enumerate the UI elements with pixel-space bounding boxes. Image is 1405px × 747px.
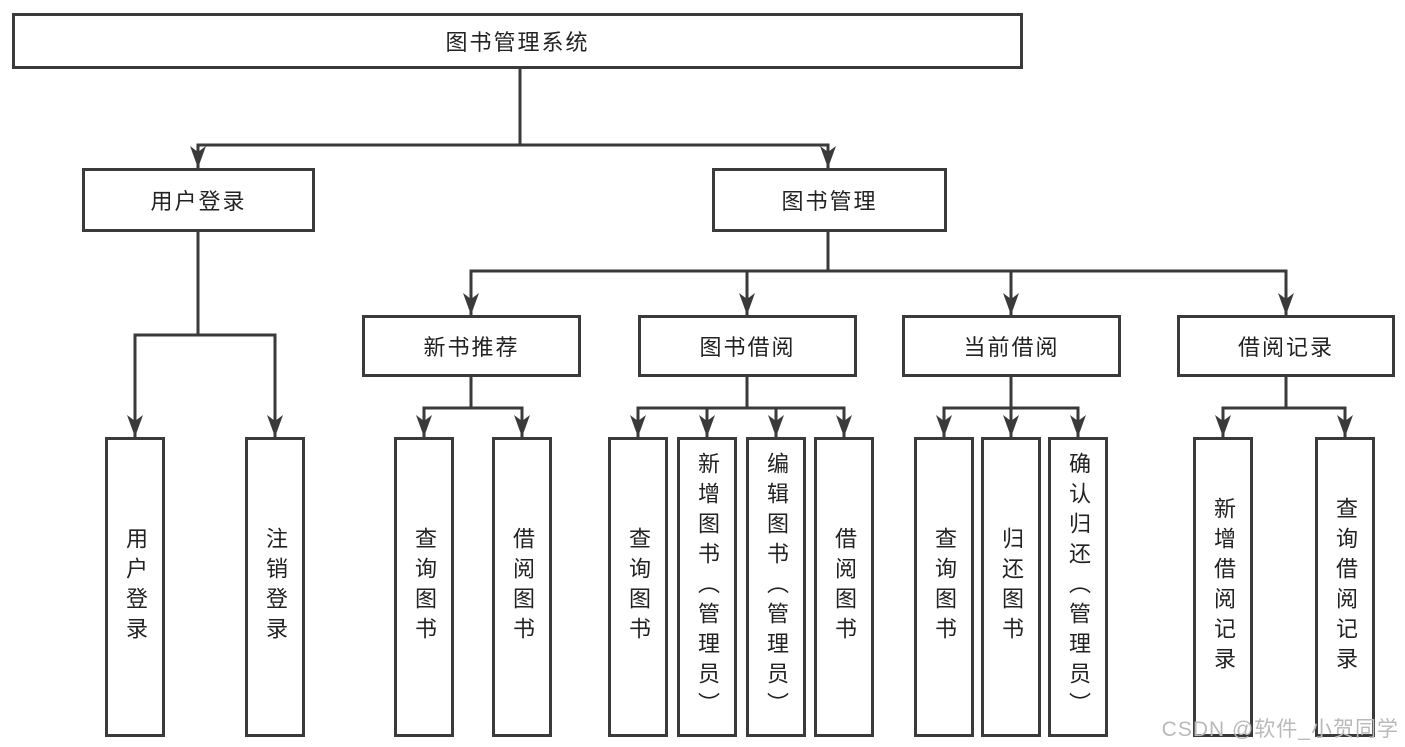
node-leaf-user-login: 用户登录	[105, 437, 165, 737]
node-leaf-logout: 注销登录	[245, 437, 305, 737]
node-borrow-borrow-books: 借阅图书	[814, 437, 874, 737]
node-borrow-borrow-books-label: 借阅图书	[832, 527, 857, 647]
node-newrec-query-books: 查询图书	[394, 437, 454, 737]
node-system-root-label: 图书管理系统	[445, 30, 590, 55]
node-newrec-query-books-label: 查询图书	[412, 527, 437, 647]
node-leaf-logout-label: 注销登录	[263, 527, 288, 647]
node-new-book-recommend: 新书推荐	[362, 315, 581, 377]
node-add-book-admin-label: 新增图书（管理员）	[695, 452, 720, 722]
node-add-borrow-record: 新增借阅记录	[1193, 437, 1253, 737]
node-borrow-query-books: 查询图书	[608, 437, 668, 737]
node-query-borrow-record: 查询借阅记录	[1315, 437, 1375, 737]
node-query-borrow-record-label: 查询借阅记录	[1333, 497, 1358, 677]
node-current-query-books: 查询图书	[914, 437, 974, 737]
node-leaf-user-login-label: 用户登录	[123, 527, 148, 647]
csdn-watermark: CSDN @软件_小贺同学	[1161, 718, 1399, 741]
node-user-login: 用户登录	[82, 168, 315, 232]
node-book-borrow-label: 图书借阅	[699, 335, 796, 360]
node-current-query-books-label: 查询图书	[932, 527, 957, 647]
node-borrow-query-books-label: 查询图书	[626, 527, 651, 647]
node-newrec-borrow-books: 借阅图书	[492, 437, 552, 737]
node-return-books: 归还图书	[981, 437, 1041, 737]
node-user-login-label: 用户登录	[150, 189, 247, 214]
node-edit-book-admin-label: 编辑图书（管理员）	[764, 452, 789, 722]
node-book-management-label: 图书管理	[781, 189, 878, 214]
node-borrow-records-label: 借阅记录	[1237, 335, 1334, 360]
node-edit-book-admin: 编辑图书（管理员）	[746, 437, 806, 737]
node-current-borrow-label: 当前借阅	[963, 335, 1060, 360]
node-book-borrow: 图书借阅	[638, 315, 857, 377]
node-book-management: 图书管理	[712, 168, 947, 232]
node-confirm-return-admin-label: 确认归还（管理员）	[1066, 452, 1091, 722]
node-add-book-admin: 新增图书（管理员）	[677, 437, 737, 737]
node-current-borrow: 当前借阅	[902, 315, 1121, 377]
node-system-root: 图书管理系统	[12, 13, 1023, 69]
node-return-books-label: 归还图书	[999, 527, 1024, 647]
node-add-borrow-record-label: 新增借阅记录	[1211, 497, 1236, 677]
node-new-book-recommend-label: 新书推荐	[423, 335, 520, 360]
node-confirm-return-admin: 确认归还（管理员）	[1048, 437, 1108, 737]
node-borrow-records: 借阅记录	[1177, 315, 1395, 377]
node-newrec-borrow-books-label: 借阅图书	[510, 527, 535, 647]
